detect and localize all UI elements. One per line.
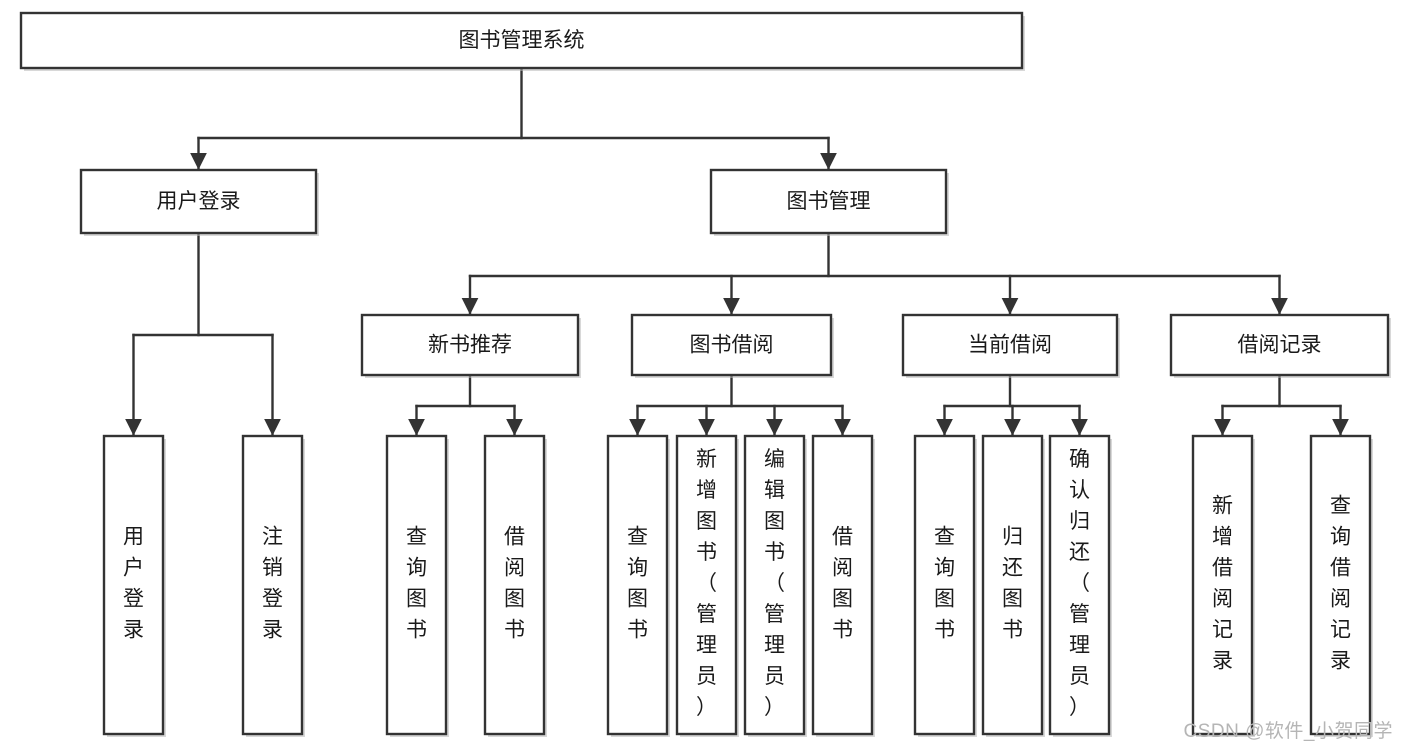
node-label: 新增借阅记录 — [1212, 495, 1233, 673]
node-label: 编辑图书（管理员） — [764, 448, 785, 719]
node-leaf-当前借阅-归还图书-9[interactable]: 归还图书 — [981, 434, 1045, 737]
node-leaf-当前借阅-查询图书-8[interactable]: 查询图书 — [913, 434, 977, 737]
box-outline — [360, 313, 580, 377]
node-label: 借阅图书 — [832, 526, 853, 642]
node-leaf-借阅记录-新增借阅记录-11[interactable]: 新增借阅记录 — [1191, 434, 1255, 737]
box-outline — [630, 313, 833, 377]
node-leaf-用户登录-用户登录-0[interactable]: 用户登录 — [102, 434, 166, 737]
box-outline — [79, 168, 318, 235]
box-outline — [709, 168, 948, 235]
node-label: 确认归还（管理员） — [1069, 448, 1090, 719]
box-outline — [385, 434, 448, 736]
node-label: 新书推荐 — [428, 334, 512, 357]
box-outline — [901, 313, 1119, 377]
box-outline — [1169, 313, 1390, 377]
node-label: 归还图书 — [1002, 526, 1023, 642]
node-label: 图书管理 — [787, 190, 871, 213]
box-outline — [1191, 434, 1254, 736]
box-outline — [811, 434, 874, 736]
box-outline — [675, 434, 738, 736]
node-leaf-图书借阅-查询图书-4[interactable]: 查询图书 — [606, 434, 670, 737]
node-label: 查询图书 — [934, 526, 955, 642]
node-label: 用户登录 — [157, 190, 241, 213]
node-leaf-图书借阅-新增图书管理员-5[interactable]: 新增图书（管理员） — [675, 434, 739, 737]
box-outline — [981, 434, 1044, 736]
box-outline — [241, 434, 304, 736]
node-leaf-新书推荐-借阅图书-3[interactable]: 借阅图书 — [483, 434, 547, 737]
node-root-图书管理系统[interactable]: 图书管理系统 — [19, 11, 1025, 71]
node-label: 借阅记录 — [1238, 334, 1322, 357]
node-label: 注销登录 — [262, 526, 283, 642]
node-label: 当前借阅 — [968, 334, 1052, 357]
node-label: 图书借阅 — [690, 334, 774, 357]
box-outline — [483, 434, 546, 736]
node-leaf-图书借阅-借阅图书-7[interactable]: 借阅图书 — [811, 434, 875, 737]
node-l2-图书管理[interactable]: 图书管理 — [709, 168, 949, 236]
node-label: 借阅图书 — [504, 526, 525, 642]
node-l3-当前借阅[interactable]: 当前借阅 — [901, 313, 1120, 378]
node-l3-新书推荐[interactable]: 新书推荐 — [360, 313, 581, 378]
box-outline — [913, 434, 976, 736]
box-outline — [743, 434, 806, 736]
node-leaf-图书借阅-编辑图书管理员-6[interactable]: 编辑图书（管理员） — [743, 434, 807, 737]
node-label: 图书管理系统 — [459, 29, 585, 52]
node-label: 查询图书 — [406, 526, 427, 642]
node-label: 新增图书（管理员） — [696, 448, 717, 719]
box-outline — [606, 434, 669, 736]
connector-layer — [125, 66, 1349, 436]
node-l3-图书借阅[interactable]: 图书借阅 — [630, 313, 834, 378]
node-l3-借阅记录[interactable]: 借阅记录 — [1169, 313, 1391, 378]
node-leaf-当前借阅-确认归还管理员-10[interactable]: 确认归还（管理员） — [1048, 434, 1112, 737]
node-leaf-借阅记录-查询借阅记录-12[interactable]: 查询借阅记录 — [1309, 434, 1373, 737]
node-leaf-用户登录-注销登录-1[interactable]: 注销登录 — [241, 434, 305, 737]
node-label: 查询借阅记录 — [1330, 495, 1351, 673]
box-outline — [19, 11, 1024, 70]
watermark-text: CSDN @软件_小贺同学 — [1183, 721, 1393, 742]
box-outline — [1048, 434, 1111, 736]
node-label: 用户登录 — [123, 526, 144, 642]
node-label: 查询图书 — [627, 526, 648, 642]
node-l2-用户登录[interactable]: 用户登录 — [79, 168, 319, 236]
box-outline — [102, 434, 165, 736]
box-outline — [1309, 434, 1372, 736]
node-layer: 图书管理系统用户登录图书管理新书推荐图书借阅当前借阅借阅记录用户登录注销登录查询… — [19, 11, 1391, 737]
node-leaf-新书推荐-查询图书-2[interactable]: 查询图书 — [385, 434, 449, 737]
